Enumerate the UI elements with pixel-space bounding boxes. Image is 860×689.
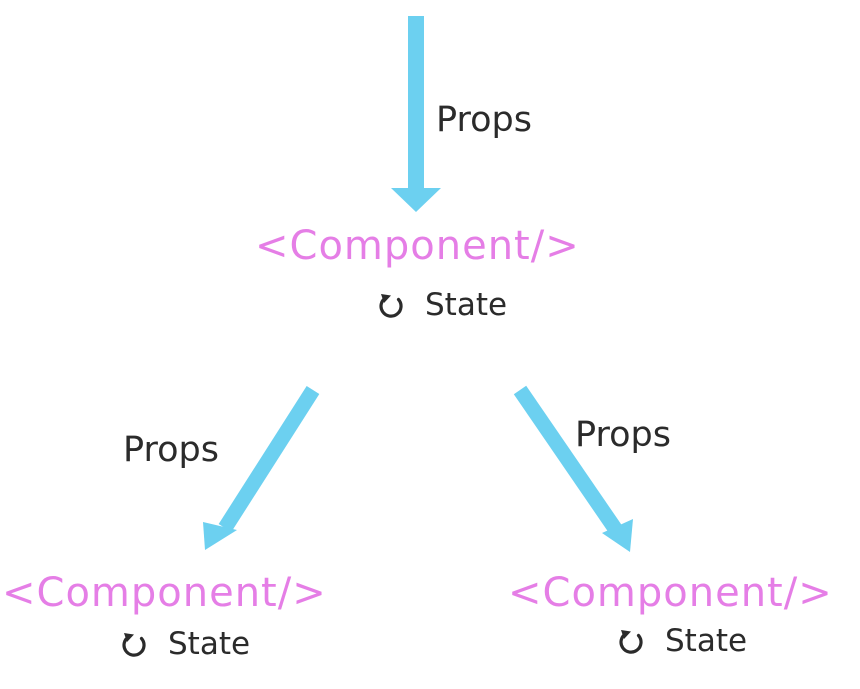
state-row-top: State [377, 290, 507, 321]
state-row-left: State [120, 629, 250, 660]
component-label-left: <Component/> [2, 570, 327, 616]
arrow-top-down [391, 16, 441, 212]
refresh-icon [122, 632, 146, 657]
props-label-right: Props [575, 415, 671, 455]
state-row-right: State [617, 626, 747, 657]
arrow-to-right-component [513, 385, 633, 552]
arrow-to-left-component [203, 385, 320, 550]
props-label-left: Props [123, 430, 219, 470]
state-label-top: State [425, 287, 508, 323]
state-label-left: State [168, 626, 251, 662]
refresh-icon [379, 293, 403, 318]
props-label-top: Props [436, 100, 532, 140]
component-label-right: <Component/> [508, 570, 833, 616]
refresh-icon [619, 629, 643, 654]
component-label-top: <Component/> [255, 223, 580, 269]
state-label-right: State [665, 623, 748, 659]
